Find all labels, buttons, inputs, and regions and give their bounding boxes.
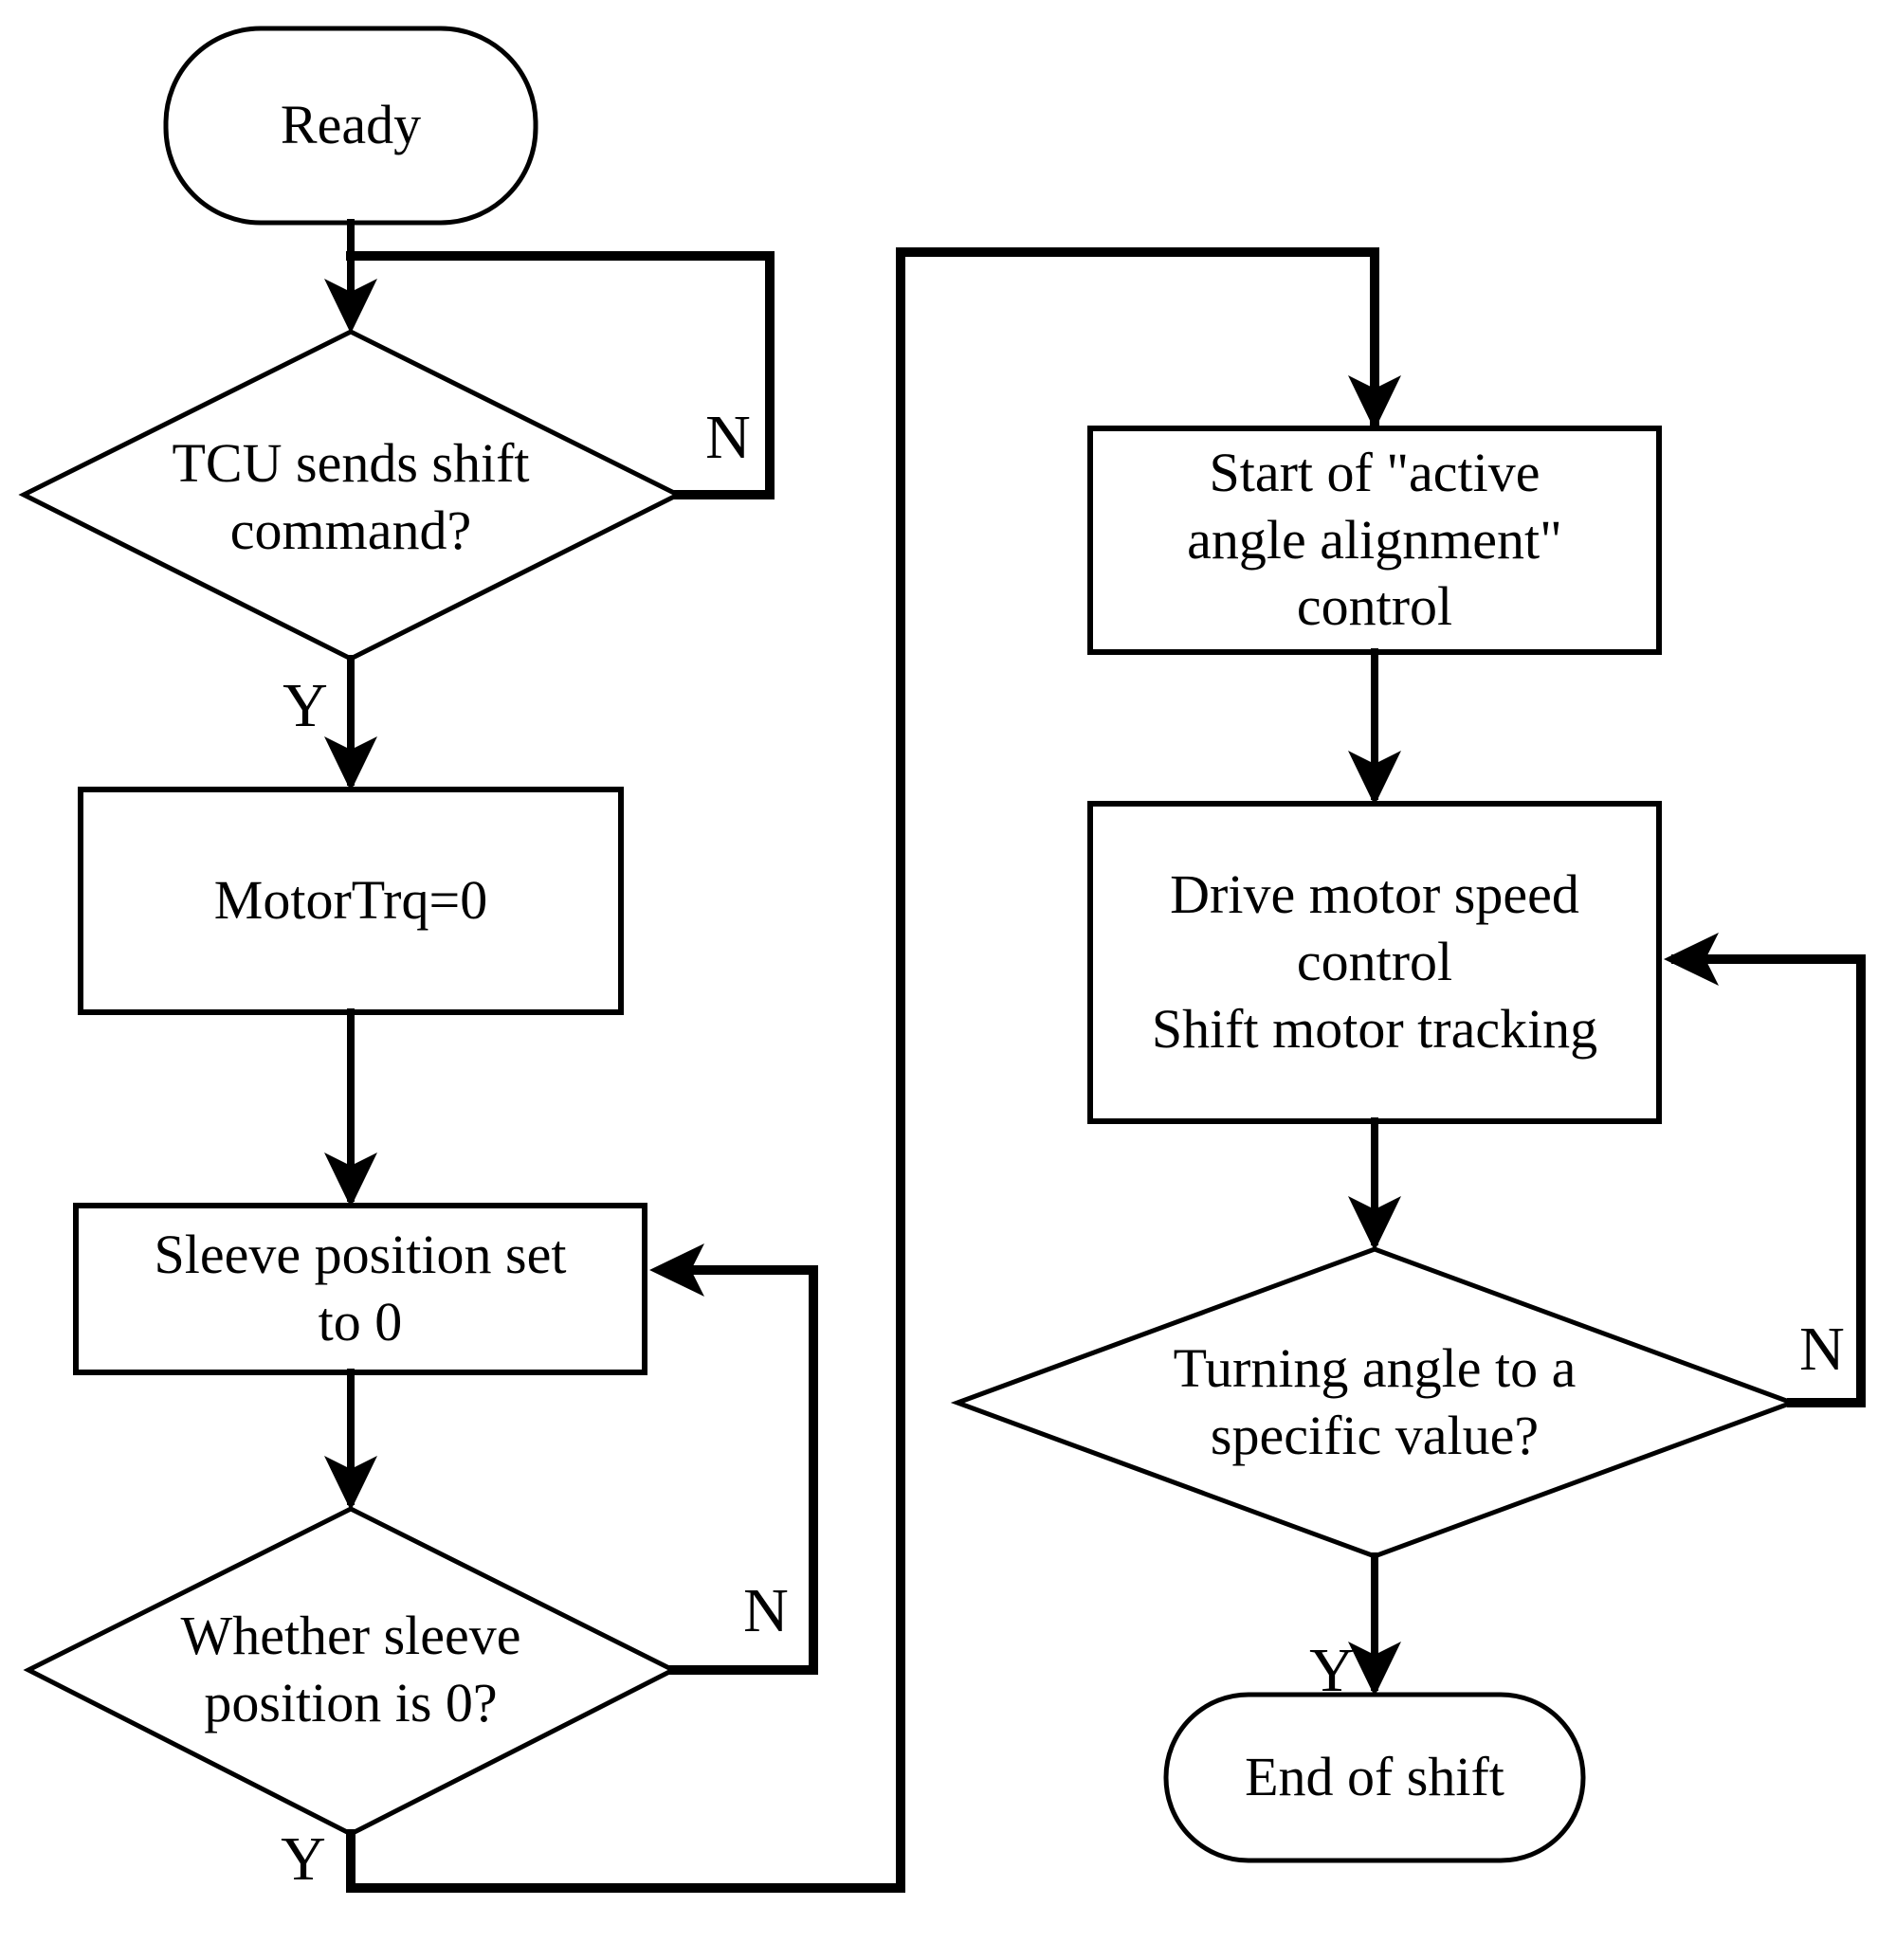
sleeve-no-label: N (743, 1576, 789, 1645)
edge-turning-no-loop (1671, 954, 1866, 1407)
arrowhead-into-sleeve-check (324, 1456, 377, 1511)
sleeve-set-process-shape (73, 1203, 647, 1375)
active-angle-process-shape (1087, 426, 1662, 655)
sleeve-check-decision-shape (23, 1506, 679, 1837)
arrowhead-into-sleeve-side (649, 1243, 704, 1297)
ready-label: Ready (280, 94, 422, 156)
arrowhead-into-sleeve (324, 1152, 377, 1207)
tcu-decision-shape (18, 329, 684, 662)
arrowhead-into-motor (324, 736, 377, 791)
arrowhead-into-start (1348, 375, 1401, 430)
turning-no-label: N (1799, 1315, 1845, 1384)
arrowhead-into-tcu (324, 279, 377, 334)
drive-motor-process-shape (1087, 801, 1662, 1124)
tcu-yes-label: Y (283, 671, 328, 740)
arrowhead-into-drive (1348, 751, 1401, 806)
arrowhead-into-end (1348, 1642, 1401, 1697)
motor-trq-process-shape (78, 787, 624, 1015)
tcu-decision-label: TCU sends shift command? (172, 432, 530, 561)
turning-angle-label: Turning angle to a specific value? (1173, 1337, 1577, 1466)
ready-terminator-shape (163, 26, 538, 226)
arrowhead-into-drive-side (1664, 933, 1719, 986)
edge-tcu-no-loop (346, 251, 775, 499)
turning-yes-label: Y (1309, 1636, 1355, 1705)
end-of-shift-label: End of shift (1245, 1746, 1504, 1808)
edge-sleeve-no-loop (659, 1265, 818, 1675)
active-angle-label: Start of "active angle alignment" contro… (1187, 441, 1562, 638)
sleeve-yes-label: Y (281, 1824, 326, 1894)
end-terminator-shape (1163, 1692, 1586, 1863)
sleeve-check-label: Whether sleeve position is 0? (180, 1605, 521, 1733)
tcu-no-label: N (705, 403, 751, 472)
edge-sleeve-yes-path (346, 247, 1379, 1893)
sleeve-set-label: Sleeve position set to 0 (154, 1224, 567, 1352)
drive-motor-label: Drive motor speed control Shift motor tr… (1151, 863, 1598, 1060)
turning-angle-decision-shape (950, 1246, 1799, 1559)
motor-trq-label: MotorTrq=0 (213, 869, 488, 932)
arrowhead-into-turning (1348, 1196, 1401, 1251)
